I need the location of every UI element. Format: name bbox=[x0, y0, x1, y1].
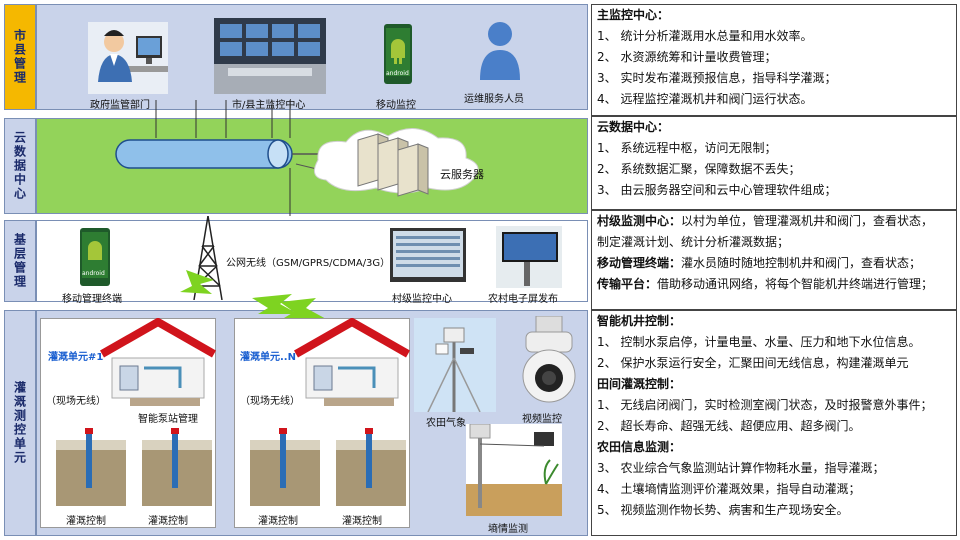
field-valve-photos bbox=[56, 428, 406, 506]
android-label-top: android bbox=[386, 70, 409, 77]
monitor-center-photo bbox=[214, 18, 326, 94]
smart-pump-caption: 智能泵站管理 bbox=[138, 414, 198, 425]
android-mobile-icon bbox=[384, 24, 412, 84]
soil-moisture-photo bbox=[466, 424, 562, 516]
cloud-center-title: 云数据中心： bbox=[597, 120, 670, 134]
irrigation-ctrl-caption-c: 灌溉控制 bbox=[258, 516, 298, 527]
tier-label-cloud: 云数据中心 bbox=[4, 118, 36, 214]
field-item-1: 1、 无线启闭阀门，实时检测室阀门状态，及时报警意外事件； bbox=[597, 398, 933, 412]
pump-house-1 bbox=[100, 318, 216, 406]
tier-label-irrigation: 灌溉测控单元 bbox=[4, 310, 36, 536]
cloud-item-3: 3、 由云服务器空间和云中心管理软件组成； bbox=[597, 183, 837, 197]
soil-caption: 墒情监测 bbox=[488, 524, 528, 535]
field-title: 田间灌溉控制： bbox=[597, 377, 682, 391]
cloud-center-notes: 云数据中心： 1、 系统远程中枢，访问无限制； 2、 系统数据汇聚，保障数据不丢… bbox=[591, 116, 957, 210]
mobile-text: 灌水员随时随地控制机井和阀门，查看状态； bbox=[681, 256, 922, 270]
gov-officer-icon bbox=[88, 22, 168, 94]
field-item-2: 2、 超长寿命、超强无线、超便应用、超多阀门。 bbox=[597, 419, 861, 433]
village-line-2: 制定灌溉计划、统计分析灌溉数据； bbox=[597, 235, 790, 249]
mobile-line: 移动管理终端：灌水员随时随地控制机井和阀门，查看状态； bbox=[592, 253, 956, 274]
transfer-head: 传输平台： bbox=[597, 277, 658, 291]
cloud-server-caption: 云服务器 bbox=[440, 168, 484, 181]
mobile-head: 移动管理终端： bbox=[597, 256, 682, 270]
cloud-item-1: 1、 系统远程中枢，访问无限制； bbox=[597, 141, 777, 155]
cloud-item-2: 2、 系统数据汇聚，保障数据不丢失； bbox=[597, 162, 801, 176]
tier-label-base: 基层管理 bbox=[4, 220, 36, 302]
android-label-base: android bbox=[82, 270, 105, 277]
weather-caption: 农田气象 bbox=[426, 418, 466, 429]
farm-title: 农田信息监测： bbox=[597, 440, 682, 454]
well-item-1: 1、 控制水泵启停，计量电量、水量、压力和地下水位信息。 bbox=[597, 335, 921, 349]
rural-led-screen bbox=[496, 226, 562, 288]
unit-1-label: 灌溉单元#1 bbox=[48, 352, 104, 363]
irrigation-ctrl-caption-b: 灌溉控制 bbox=[148, 516, 188, 527]
service-person-icon bbox=[480, 22, 520, 80]
service-staff-caption: 运维服务人员 bbox=[464, 94, 524, 105]
pump-house-n bbox=[294, 318, 410, 406]
public-wireless-caption: 公网无线（GSM/GPRS/CDMA/3G） bbox=[226, 258, 391, 269]
farm-item-4: 4、 土壤墒情监测评价灌溉效果，指导自动灌溉； bbox=[597, 482, 861, 496]
village-center-caption: 村级监控中心 bbox=[392, 294, 452, 305]
well-title: 智能机井控制： bbox=[597, 314, 682, 328]
mobile-terminal-caption: 移动管理终端 bbox=[62, 294, 122, 305]
unit-n-label: 灌溉单元..N bbox=[240, 352, 296, 363]
onsite-wireless-1: （现场无线） bbox=[46, 396, 106, 407]
onsite-wireless-2: （现场无线） bbox=[240, 396, 300, 407]
village-monitor-screen bbox=[390, 228, 466, 282]
rural-screen-caption: 农村电子屏发布 bbox=[488, 294, 558, 305]
main-item-2: 2、 水资源统筹和计量收费管理； bbox=[597, 50, 777, 64]
main-center-notes: 主监控中心： 1、 统计分析灌溉用水总量和用水效率。 2、 水资源统筹和计量收费… bbox=[591, 4, 957, 116]
main-item-1: 1、 统计分析灌溉用水总量和用水效率。 bbox=[597, 29, 813, 43]
main-center-caption: 市/县主监控中心 bbox=[232, 100, 306, 111]
video-caption: 视频监控 bbox=[522, 414, 562, 425]
main-center-title: 主监控中心： bbox=[597, 8, 670, 22]
android-terminal-icon bbox=[80, 228, 110, 286]
cloud-network-drawing bbox=[115, 100, 479, 216]
village-text-1: 以村为单位，管理灌溉机井和阀门，查看状态， bbox=[681, 214, 934, 228]
weather-station-photo bbox=[414, 318, 496, 412]
tier-label-city: 市县管理 bbox=[4, 4, 36, 110]
irrigation-ctrl-caption-d: 灌溉控制 bbox=[342, 516, 382, 527]
transfer-text: 借助移动通讯网络，将每个智能机井终端进行管理； bbox=[657, 277, 934, 291]
main-item-3: 3、 实时发布灌溉预报信息，指导科学灌溉； bbox=[597, 71, 837, 85]
transfer-line: 传输平台：借助移动通讯网络，将每个智能机井终端进行管理； bbox=[592, 274, 956, 295]
irrigation-ctrl-caption-a: 灌溉控制 bbox=[66, 516, 106, 527]
farm-item-5: 5、 视频监测作物长势、病害和生产现场安全。 bbox=[597, 503, 849, 517]
ptz-camera-photo bbox=[522, 316, 576, 403]
farm-item-3: 3、 农业综合气象监测站计算作物耗水量，指导灌溉； bbox=[597, 461, 885, 475]
gov-dept-caption: 政府监管部门 bbox=[90, 100, 150, 111]
main-item-4: 4、 远程监控灌溉机井和阀门运行状态。 bbox=[597, 92, 813, 106]
village-line-1: 村级监测中心：以村为单位，管理灌溉机井和阀门，查看状态， bbox=[592, 211, 956, 232]
well-item-2: 2、 保护水泵运行安全，汇聚田间无线信息，构建灌溉单元 bbox=[597, 356, 909, 370]
mobile-monitor-caption: 移动监控 bbox=[376, 100, 416, 111]
base-notes: 村级监测中心：以村为单位，管理灌溉机井和阀门，查看状态， 制定灌溉计划、统计分析… bbox=[591, 210, 957, 310]
village-head: 村级监测中心： bbox=[597, 214, 682, 228]
irrigation-notes: 智能机井控制： 1、 控制水泵启停，计量电量、水量、压力和地下水位信息。 2、 … bbox=[591, 310, 957, 536]
